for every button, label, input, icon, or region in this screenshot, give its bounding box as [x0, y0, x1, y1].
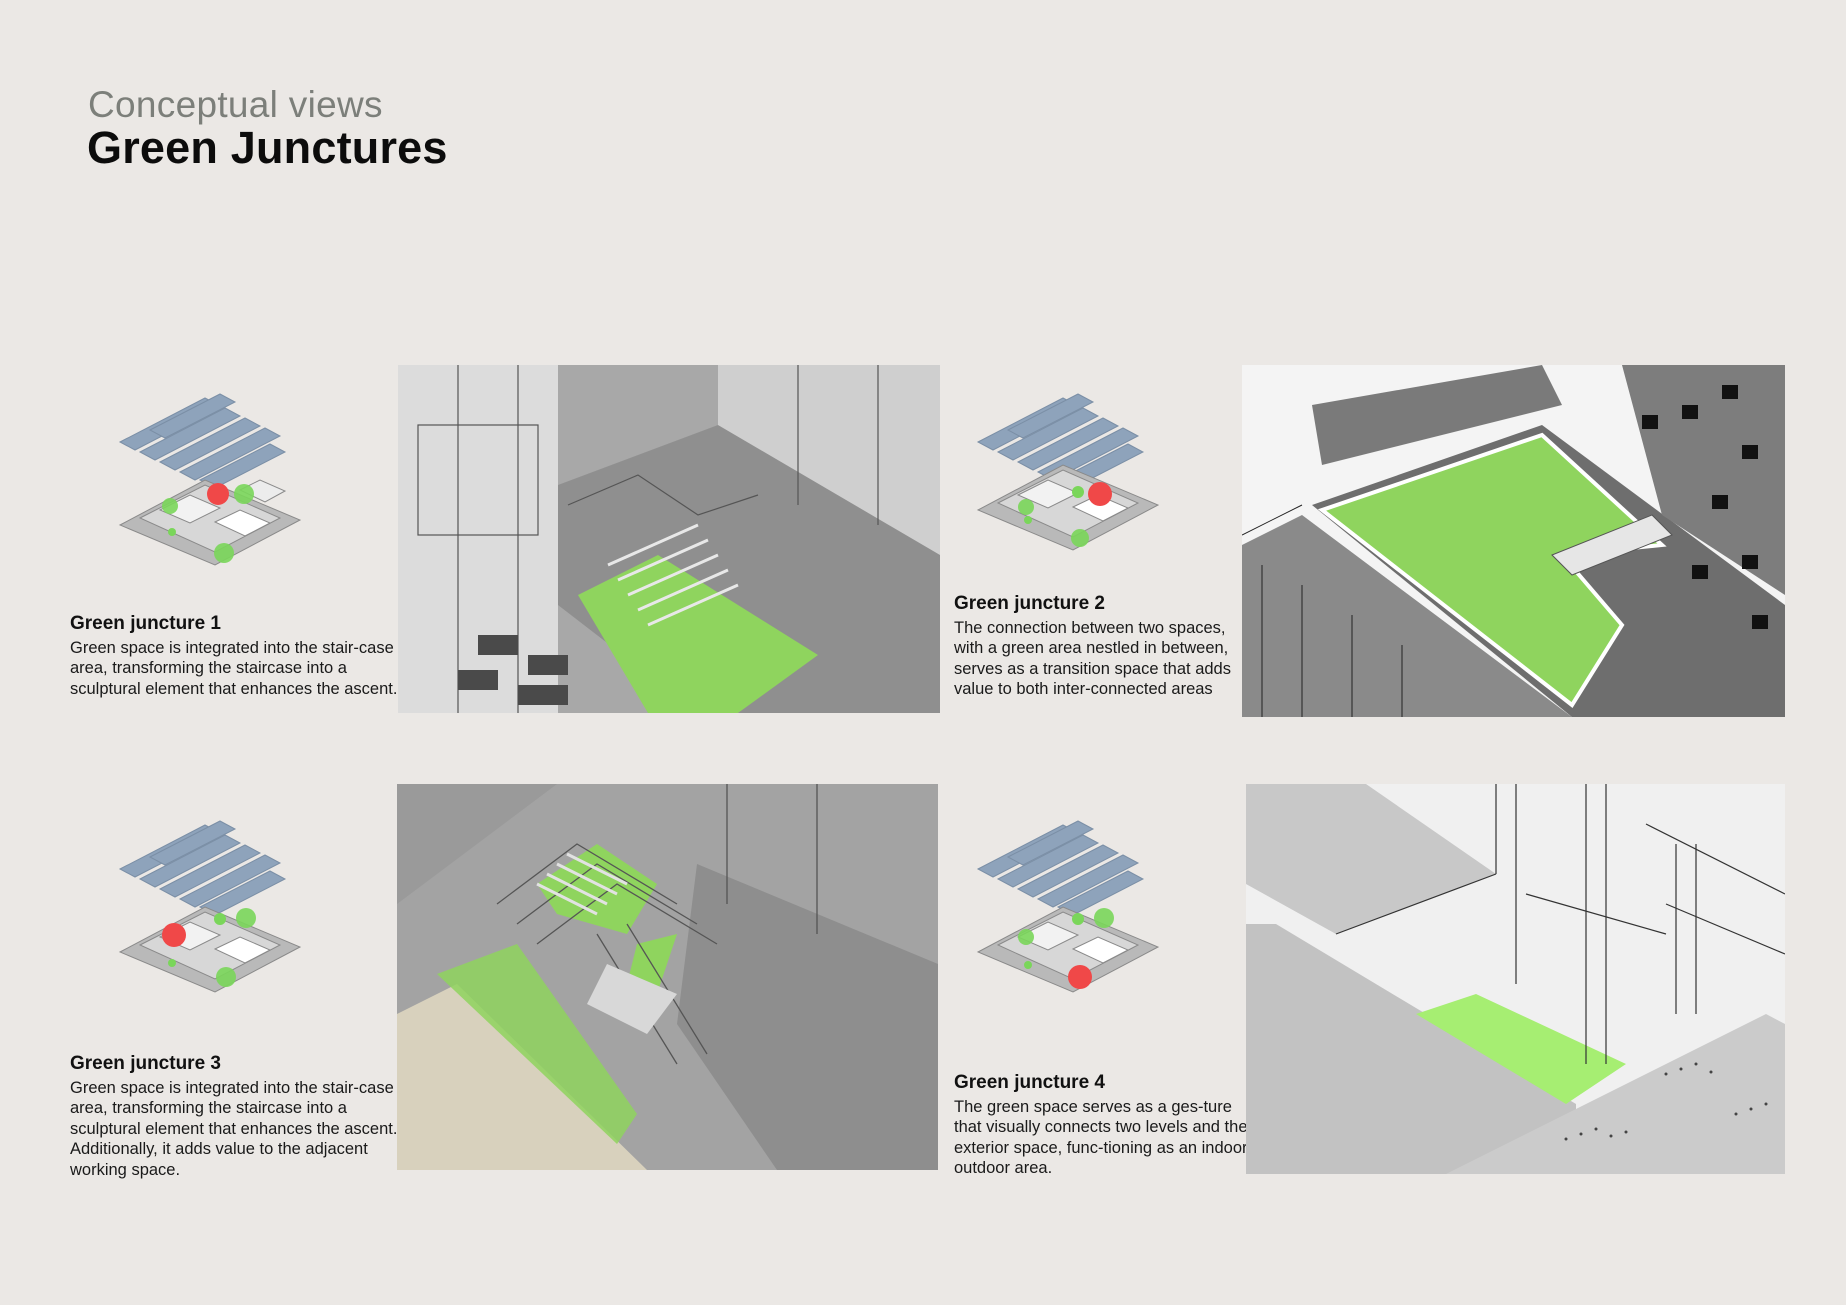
- juncture-caption-3: Green juncture 3 Green space is integrat…: [70, 1053, 405, 1180]
- juncture-caption-2: Green juncture 2 The connection between …: [954, 593, 1254, 700]
- axonometric-diagram-4: [976, 820, 1160, 993]
- juncture-title-1: Green juncture 1: [70, 613, 221, 634]
- axonometric-diagram-2: [976, 393, 1160, 551]
- render-staircase-1: [398, 365, 940, 713]
- page-title: Green Junctures: [87, 122, 448, 173]
- juncture-title-3: Green juncture 3: [70, 1053, 221, 1074]
- juncture-caption-4: Green juncture 4 The green space serves …: [954, 1072, 1254, 1179]
- juncture-title-4: Green juncture 4: [954, 1072, 1105, 1093]
- juncture-title-2: Green juncture 2: [954, 593, 1105, 614]
- render-terrace-2: [1242, 365, 1785, 717]
- section-eyebrow: Conceptual views: [88, 84, 383, 125]
- juncture-text-1: Green space is integrated into the stair…: [70, 639, 398, 698]
- juncture-text-4: The green space serves as a ges-ture tha…: [954, 1098, 1253, 1178]
- render-staircase-3: [397, 784, 938, 1170]
- axonometric-diagram-1: [118, 393, 302, 566]
- juncture-text-2: The connection between two spaces, with …: [954, 619, 1231, 699]
- juncture-caption-1: Green juncture 1 Green space is integrat…: [70, 613, 400, 699]
- axonometric-diagram-3: [118, 820, 302, 993]
- juncture-text-3: Green space is integrated into the stair…: [70, 1079, 398, 1179]
- render-indoor-outdoor-4: [1246, 784, 1785, 1174]
